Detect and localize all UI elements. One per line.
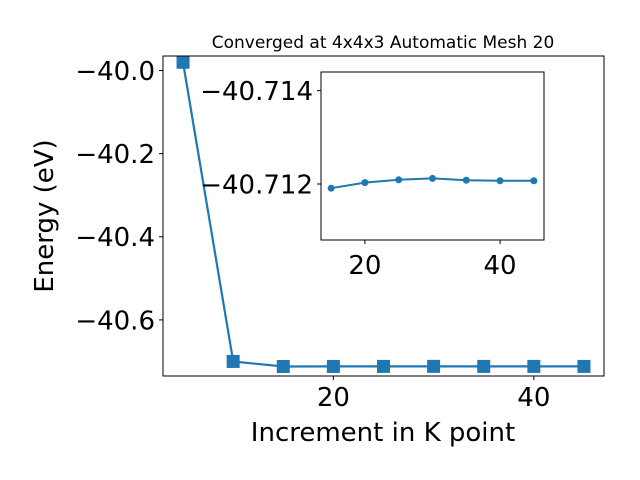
main-data-point (377, 359, 390, 373)
main-data-point (176, 55, 190, 69)
inset-y-tick-label: −40.714 (200, 77, 313, 107)
inset-plot-area (327, 174, 538, 192)
main-y-tick-label: −40.4 (75, 223, 155, 253)
inset-data-point (530, 177, 538, 185)
main-y-axis-label: Energy (eV) (30, 139, 60, 292)
inset-data-point (462, 176, 470, 184)
inset-data-point (496, 177, 504, 185)
inset-axes-frame (320, 71, 545, 241)
inset-data-point (327, 184, 335, 192)
main-plot-area (176, 55, 591, 373)
inset-background (321, 72, 544, 240)
main-y-tick-label: −40.6 (75, 306, 155, 336)
inset-y-tick-label: −40.712 (200, 170, 313, 200)
main-x-tick-label: 40 (517, 383, 550, 413)
main-x-tick-label: 20 (317, 383, 350, 413)
main-title: Converged at 4x4x3 Automatic Mesh 20 (212, 33, 555, 53)
main-data-point (226, 354, 240, 368)
inset-data-point (361, 179, 369, 187)
main-data-point (577, 359, 591, 373)
inset-x-tick-label: 40 (484, 251, 517, 281)
inset-y-ticks: −40.714 −40.712 (200, 77, 321, 200)
main-y-tick-label: −40.0 (75, 57, 155, 87)
main-y-tick-label: −40.2 (75, 140, 155, 170)
main-x-axis-label: Increment in K point (251, 418, 515, 448)
inset-x-tick-label: 20 (348, 251, 381, 281)
inset-data-point (395, 176, 403, 184)
inset-data-point (429, 174, 436, 182)
main-axes-frame (162, 55, 605, 377)
main-data-point (477, 359, 491, 373)
main-data-point (527, 359, 541, 373)
main-data-point (326, 359, 340, 373)
main-data-point (276, 359, 290, 373)
main-y-ticks: −40.0 −40.2 −40.4 −40.6 (75, 57, 163, 336)
main-data-point (427, 359, 441, 373)
